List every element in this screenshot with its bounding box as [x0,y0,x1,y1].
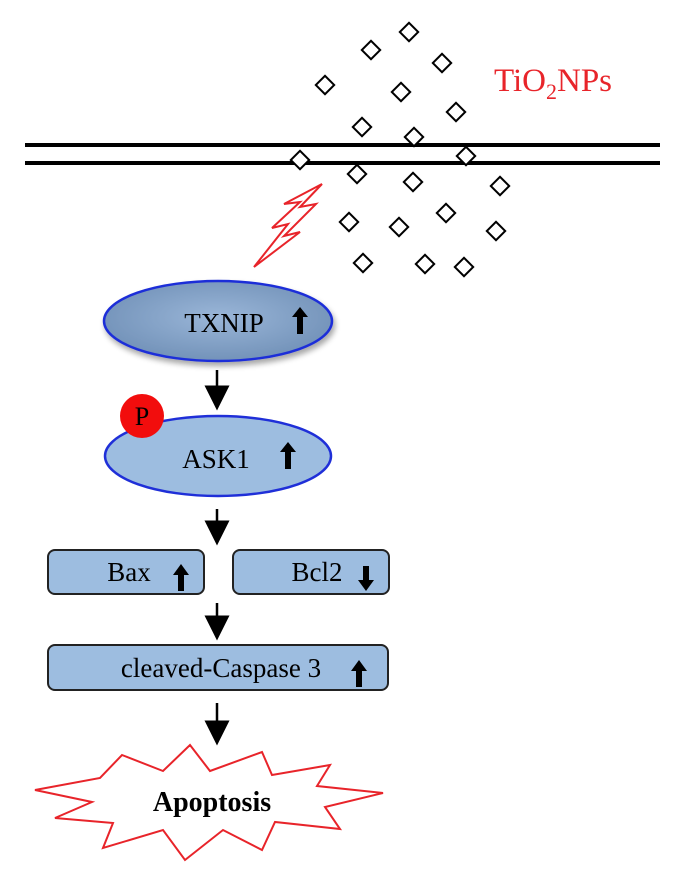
up-arrow-icon [280,442,296,469]
nanoparticle [360,39,382,61]
lightning-bolt-icon [253,183,323,268]
nanoparticle [314,74,336,96]
nanoparticle [346,163,368,185]
apoptosis-outcome: Apoptosis [34,743,384,862]
ask1-label: ASK1 [182,444,250,474]
txnip-node: TXNIP [102,279,334,363]
nanoparticles [289,21,511,278]
nanoparticle [289,149,311,171]
nanoparticle [445,101,467,123]
nanoparticle [435,202,457,224]
nanoparticle [351,116,373,138]
nanoparticle [398,21,420,43]
nanoparticle [431,52,453,74]
phosphorylation-marker: P [120,394,164,438]
particles-label: TiO2NPs [494,63,612,104]
bcl2-node: Bcl2 [232,549,390,595]
nanoparticle [352,252,374,274]
nanoparticle [402,171,424,193]
nanoparticle [414,253,436,275]
up-arrow-icon [351,660,367,687]
down-arrow-icon [358,566,374,591]
caspase-node: cleaved-Caspase 3 [47,644,389,691]
nanoparticle [453,256,475,278]
nanoparticle [338,211,360,233]
bax-node: Bax [47,549,205,595]
starburst-shape [34,743,384,862]
ask1-node: ASK1 [103,414,333,498]
txnip-label: TXNIP [184,308,264,338]
nanoparticle [455,145,477,167]
nanoparticle [403,126,425,148]
bcl2-label: Bcl2 [292,557,343,587]
phospho-label: P [135,402,149,431]
nanoparticle [485,220,507,242]
apoptosis-label: Apoptosis [153,787,271,818]
nanoparticle [390,81,412,103]
up-arrow-icon [292,307,308,334]
up-arrow-icon [173,564,189,591]
cell-membrane [25,143,660,165]
bax-label: Bax [107,557,151,587]
nanoparticle [489,175,511,197]
caspase-label: cleaved-Caspase 3 [121,653,321,683]
nanoparticle [388,216,410,238]
